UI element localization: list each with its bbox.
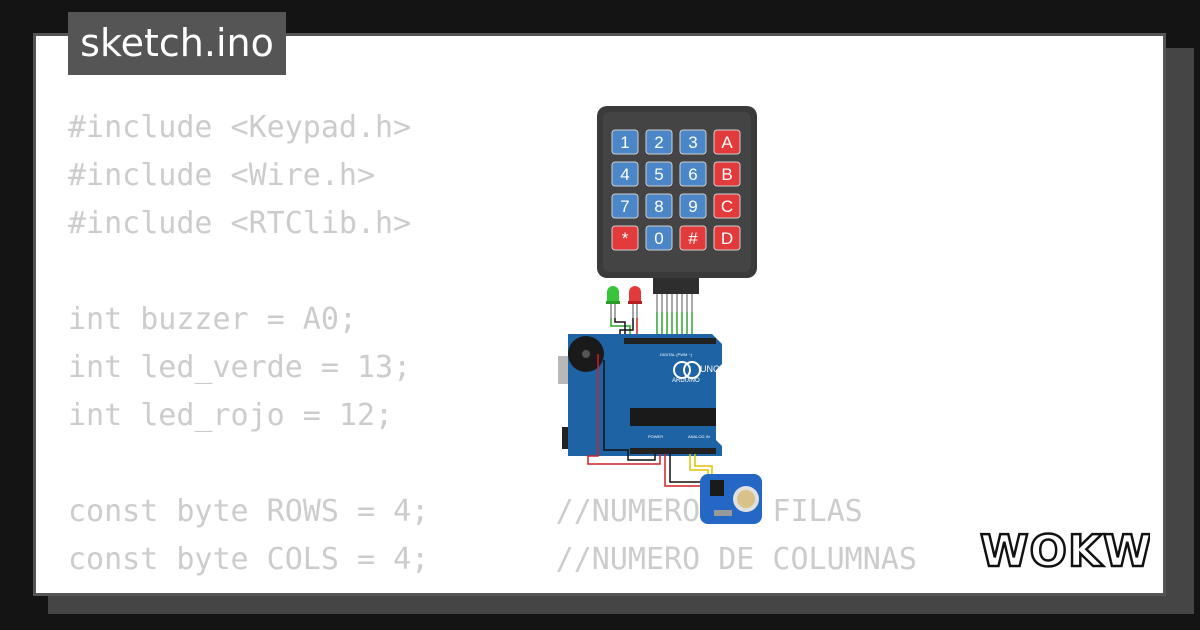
filename-tab[interactable]: sketch.ino [68, 12, 286, 75]
code-line: int buzzer = A0; [68, 302, 357, 337]
keypad-key-label: A [721, 133, 733, 152]
code-line: #include <Keypad.h> [68, 110, 412, 145]
keypad-connector [653, 278, 699, 294]
keypad-key-label: 1 [620, 133, 629, 152]
keypad-key-4[interactable]: 4 [611, 161, 639, 187]
buzzer[interactable] [568, 336, 604, 372]
wokwi-logo: WOKWI [979, 525, 1150, 578]
keypad-key-label: 3 [688, 133, 697, 152]
keypad-key-label: B [721, 165, 732, 184]
keypad-key-5[interactable]: 5 [645, 161, 673, 187]
keypad-key-label: 9 [688, 197, 697, 216]
keypad-key-label: * [622, 229, 629, 248]
wokwi-wordmark: WOKWI [980, 526, 1150, 577]
red-led[interactable] [628, 286, 642, 318]
keypad-key-d[interactable]: D [713, 225, 741, 251]
board-model: UNO [700, 364, 720, 374]
keypad-key-2[interactable]: 2 [645, 129, 673, 155]
keypad-key-label: C [721, 197, 733, 216]
keypad-key-label: # [688, 229, 698, 248]
keypad-key-b[interactable]: B [713, 161, 741, 187]
code-line: int led_rojo = 12; [68, 398, 394, 433]
code-line: #include <RTClib.h> [68, 206, 412, 241]
bottom-wires [587, 354, 713, 494]
keypad-key-label: 2 [654, 133, 663, 152]
keypad-key-label: 4 [620, 165, 629, 184]
code-line: int led_verde = 13; [68, 350, 412, 385]
keypad-key-label: 8 [654, 197, 663, 216]
arduino-uno-board[interactable]: UNO ARDUINO DIGITAL (PWM ~) POWER ANALOG… [558, 334, 722, 456]
keypad-key-label: 7 [620, 197, 629, 216]
code-line: #include <Wire.h> [68, 158, 376, 193]
board-brand: ARDUINO [672, 378, 700, 384]
rtc-chip [710, 480, 724, 496]
arduino-logo-icon [673, 361, 691, 379]
keypad-key-8[interactable]: 8 [645, 193, 673, 219]
keypad-key-star[interactable]: * [611, 225, 639, 251]
code-line: char keys[ROWS][COLS] = { //PERMITE IDEN… [68, 584, 1098, 593]
green-led[interactable] [606, 286, 620, 318]
keypad-key-hash[interactable]: # [679, 225, 707, 251]
keypad-key-3[interactable]: 3 [679, 129, 707, 155]
rtc-module[interactable] [700, 474, 762, 524]
keypad-key-0[interactable]: 0 [645, 225, 673, 251]
keypad-key-a[interactable]: A [713, 129, 741, 155]
keypad-wires [656, 312, 693, 338]
keypad-4x4[interactable]: 1 2 3 A 4 5 6 B 7 8 9 C * 0 # D [597, 106, 757, 312]
digital-header-label: DIGITAL (PWM ~) [660, 352, 693, 357]
keypad-key-label: 0 [654, 229, 663, 248]
microcontroller-chip [630, 408, 716, 426]
analog-header-label: ANALOG IN [688, 434, 710, 439]
code-line: const byte COLS = 4; //NUMERO DE COLUMNA… [68, 542, 917, 577]
keypad-key-7[interactable]: 7 [611, 193, 639, 219]
power-header-label: POWER [648, 434, 663, 439]
keypad-key-label: 6 [688, 165, 697, 184]
keypad-key-label: D [721, 229, 733, 248]
keypad-key-label: 5 [654, 165, 663, 184]
keypad-key-c[interactable]: C [713, 193, 741, 219]
keypad-key-1[interactable]: 1 [611, 129, 639, 155]
keypad-key-6[interactable]: 6 [679, 161, 707, 187]
keypad-key-9[interactable]: 9 [679, 193, 707, 219]
